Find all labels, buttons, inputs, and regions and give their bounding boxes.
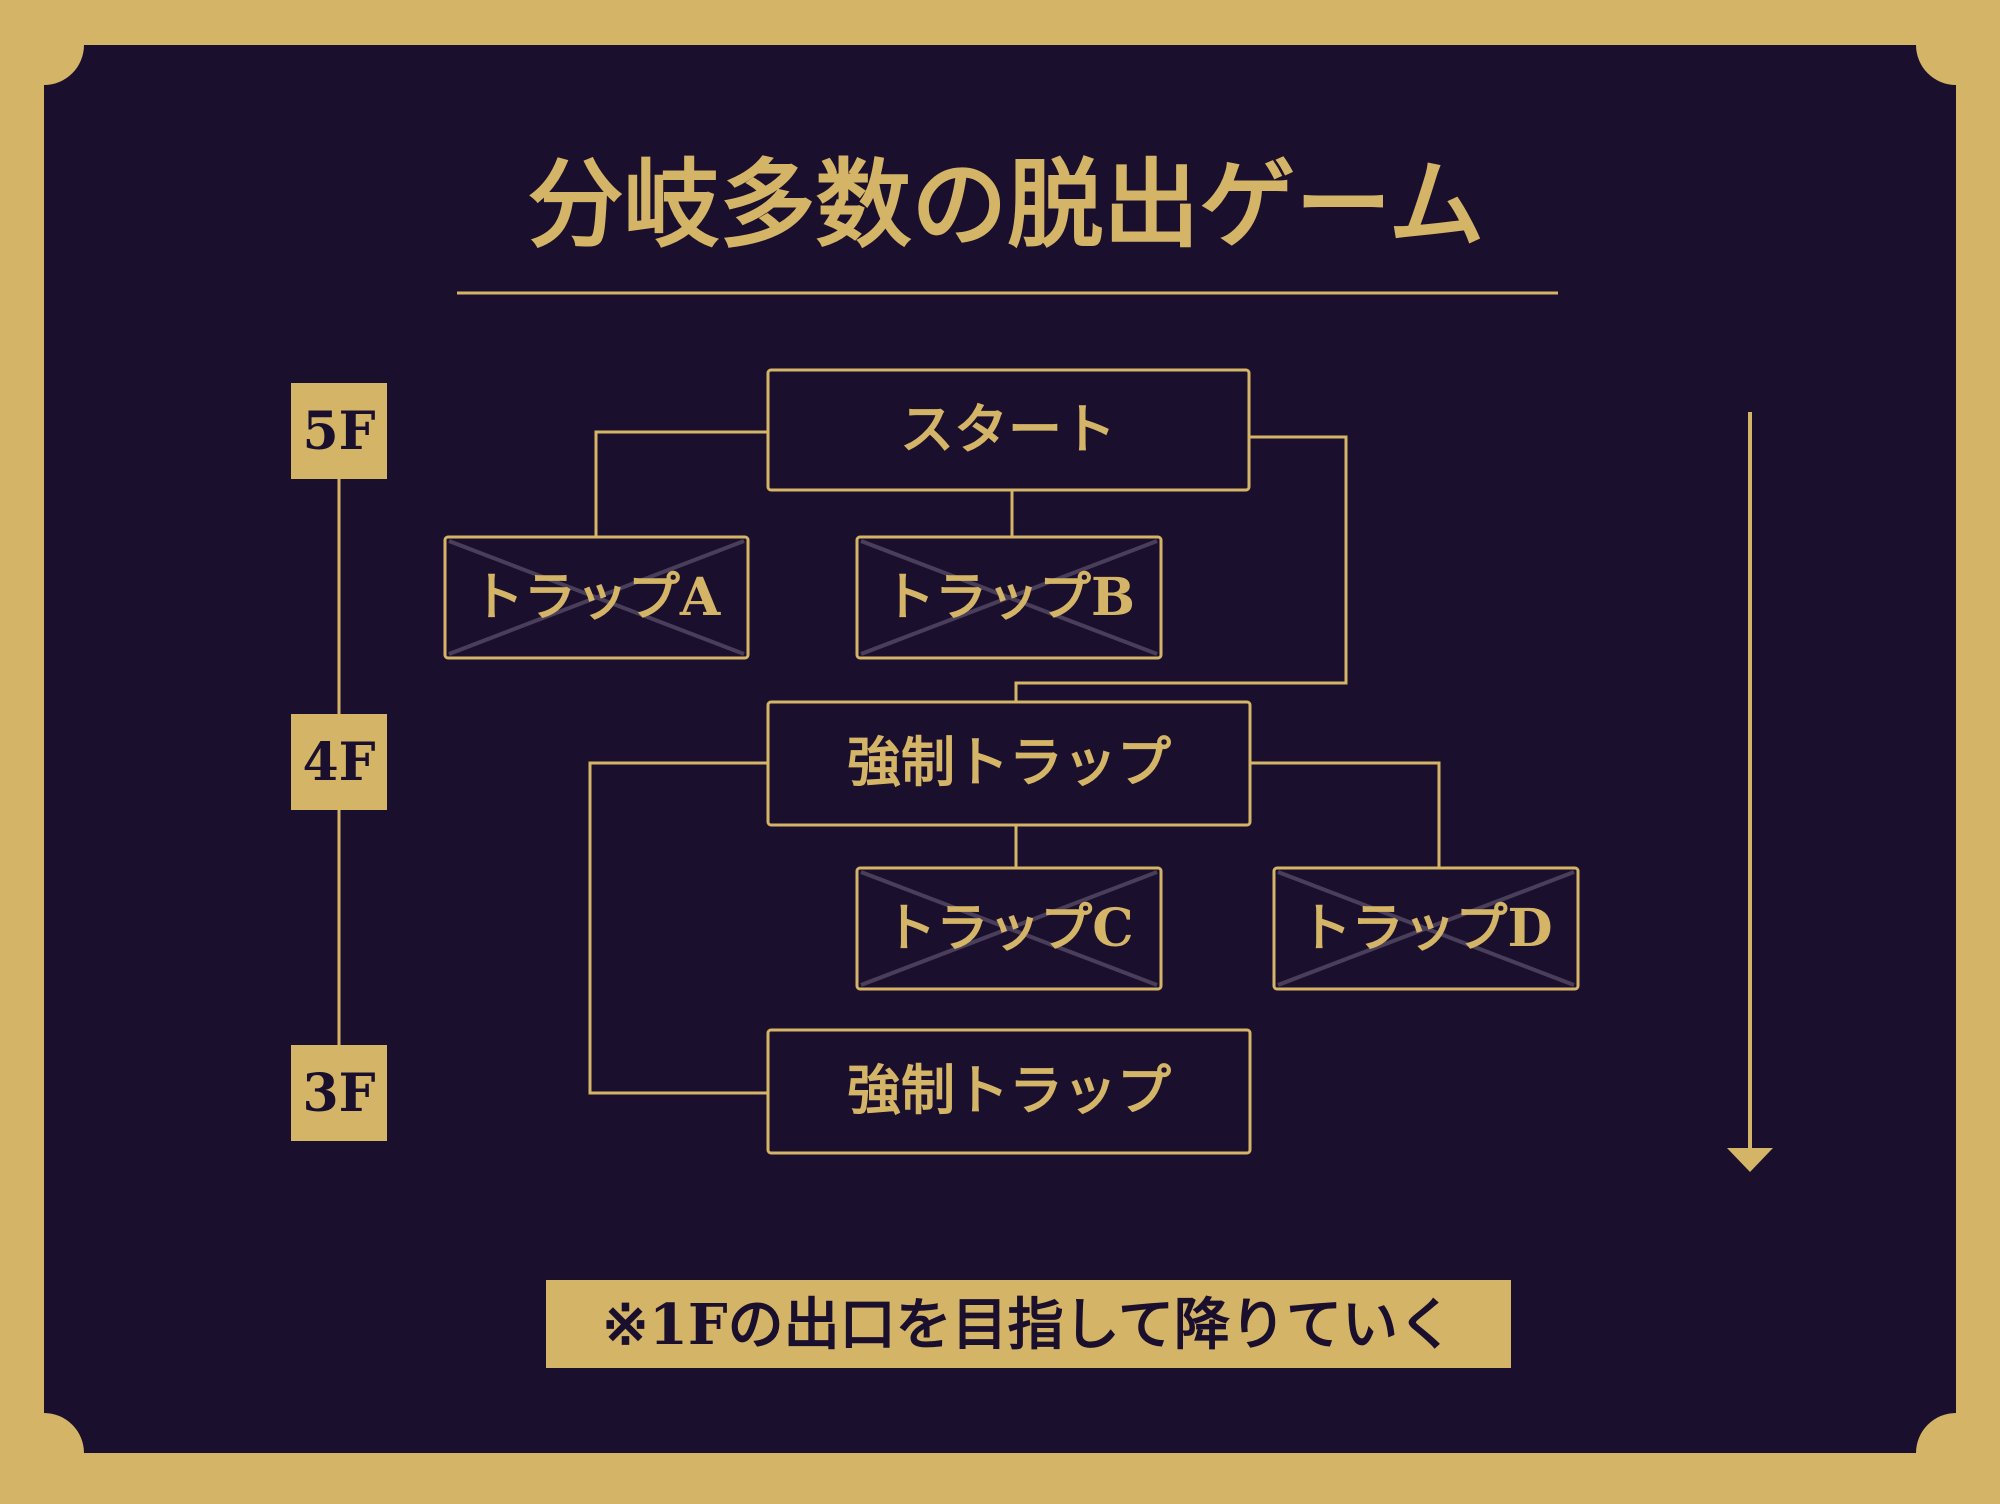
floor-label-text: 3F xyxy=(302,1063,375,1124)
node-trap-b-label: トラップB xyxy=(883,567,1135,628)
cross-out-mark xyxy=(860,870,1158,987)
node-trap-c-label: トラップC xyxy=(884,898,1133,959)
node-trap-c: トラップC xyxy=(855,866,1163,991)
cross-out-mark xyxy=(860,539,1158,656)
connector-forced-trap-to-trap-d xyxy=(1251,761,1441,868)
down-arrow-icon xyxy=(1727,412,1773,1172)
node-forced-trap-3f-label: 強制トラップ xyxy=(847,1058,1171,1122)
note-banner: ※1Fの出口を目指して降りていく xyxy=(546,1280,1511,1368)
page-title: 分岐多数の脱出ゲーム xyxy=(527,148,1484,261)
floor-label-4f: 4F xyxy=(291,714,387,810)
node-trap-d-label: トラップD xyxy=(1299,898,1552,959)
floor-label-3f: 3F xyxy=(291,1045,387,1141)
note-text: ※1Fの出口を目指して降りていく xyxy=(602,1292,1454,1358)
connector-forced-trap-to-forced-trap xyxy=(588,761,768,1095)
node-forced-trap-4f-label: 強制トラップ xyxy=(847,730,1171,794)
floor-label-text: 5F xyxy=(302,401,375,462)
node-forced-trap-3f: 強制トラップ xyxy=(766,1028,1252,1155)
node-trap-b: トラップB xyxy=(855,535,1163,660)
connector-start-to-forced-trap xyxy=(1014,435,1348,702)
node-start-label: スタート xyxy=(900,397,1116,461)
cross-out-mark xyxy=(448,539,745,656)
connector-start-to-trap-a xyxy=(594,430,768,537)
node-trap-d: トラップD xyxy=(1272,866,1580,991)
floor-label-text: 4F xyxy=(302,732,375,793)
floor-label-5f: 5F xyxy=(291,383,387,479)
connector-lines xyxy=(588,430,1441,1095)
node-start: スタート xyxy=(766,368,1251,492)
node-trap-a: トラップA xyxy=(443,535,750,660)
node-trap-a-label: トラップA xyxy=(472,567,721,628)
node-forced-trap-4f: 強制トラップ xyxy=(766,700,1252,827)
cross-out-mark xyxy=(1277,870,1575,987)
